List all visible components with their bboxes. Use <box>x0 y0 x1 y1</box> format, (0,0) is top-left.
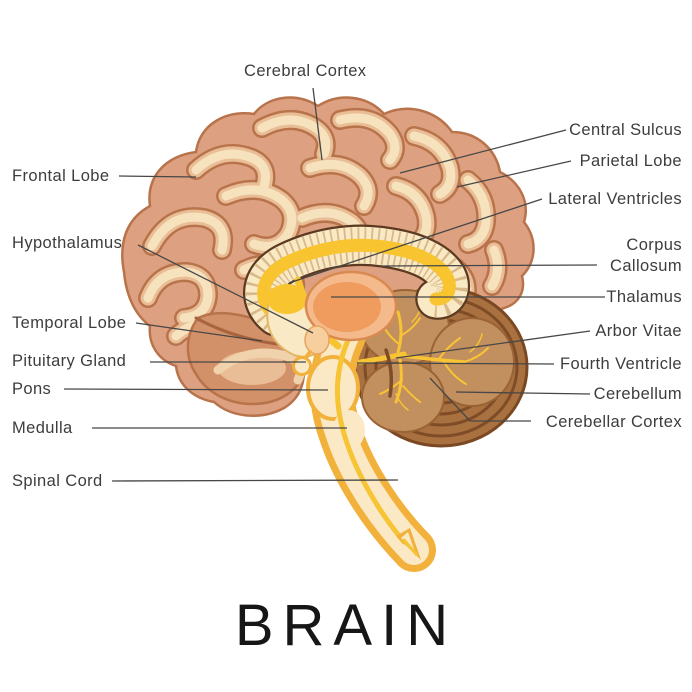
label-spinal-cord: Spinal Cord <box>12 472 103 490</box>
label-cerebral-cortex: Cerebral Cortex <box>244 62 367 80</box>
gyri-pattern <box>138 107 508 346</box>
thalamus <box>304 270 398 342</box>
label-cerebellar-cortex: Cerebellar Cortex <box>545 413 682 431</box>
label-parietal-lobe: Parietal Lobe <box>579 152 682 170</box>
label-arbor-vitae: Arbor Vitae <box>595 322 682 340</box>
brainstem <box>306 314 436 572</box>
label-hypothalamus: Hypothalamus <box>12 234 123 252</box>
label-thalamus: Thalamus <box>606 288 682 306</box>
label-central-sulcus: Central Sulcus <box>569 121 682 139</box>
label-pons: Pons <box>12 380 52 398</box>
leader-lines <box>63 87 605 482</box>
label-frontal-lobe: Frontal Lobe <box>12 167 110 185</box>
diagram-title: BRAIN <box>234 593 458 658</box>
label-cerebellum: Cerebellum <box>593 385 682 403</box>
label-lateral-ventricles: Lateral Ventricles <box>548 190 682 208</box>
fourth-ventricle-groove <box>384 348 394 398</box>
label-pituitary-gland: Pituitary Gland <box>12 352 127 370</box>
hypothalamus-region <box>304 325 330 355</box>
corpus-callosum <box>243 224 471 337</box>
label-temporal-lobe: Temporal Lobe <box>12 314 127 332</box>
label-fourth-ventricle: Fourth Ventricle <box>560 355 682 373</box>
label-medulla: Medulla <box>12 419 73 437</box>
pons-bulge <box>306 355 360 421</box>
label-corpus-callosum: Corpus Callosum <box>610 236 682 275</box>
